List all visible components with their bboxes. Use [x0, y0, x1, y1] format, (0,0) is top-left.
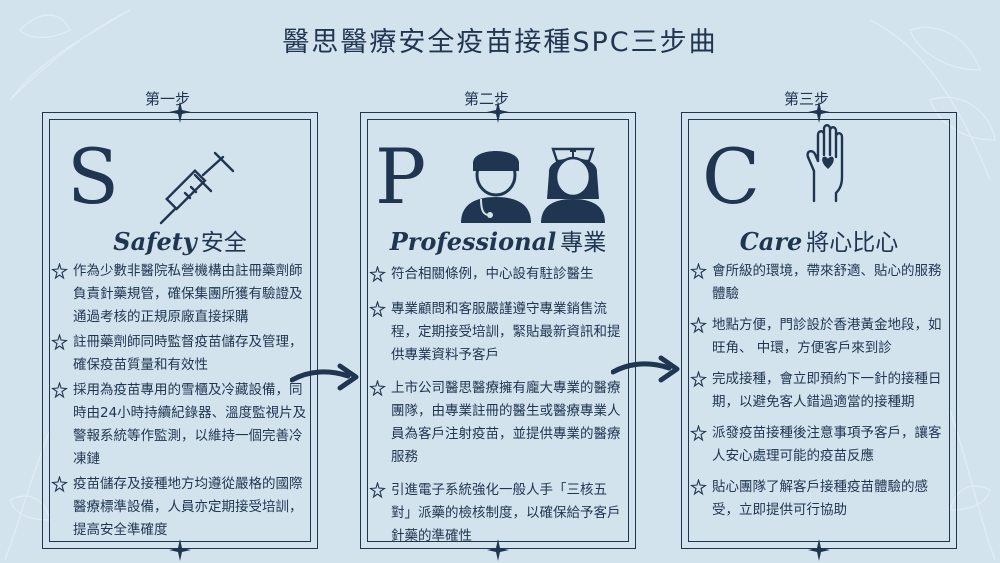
star-bullet-icon	[690, 263, 707, 280]
list-item: 疫苗儲存及接種地方均遵從嚴格的國際醫療標準設備，人員亦定期接受培訓，提高安全準確…	[51, 473, 307, 542]
care-letter: C	[702, 132, 761, 221]
step-3-label: 第三步	[784, 90, 830, 108]
star-bullet-icon	[369, 380, 386, 397]
step-1-label: 第一步	[145, 90, 191, 108]
professional-heading-en: Professional	[389, 227, 557, 256]
doctor-icon	[461, 151, 531, 223]
list-item: 貼心團隊了解客戶接種疫苗體驗的感受，立即提供可行協助	[690, 476, 946, 522]
nurse-icon	[541, 147, 605, 223]
arrow-right-icon	[611, 355, 680, 383]
safety-items: 作為少數非醫院私營機構由註冊藥劑師負責針藥規管，確保集團所獲有驗證及通過考核的正…	[51, 260, 307, 544]
professional-items: 符合相關條例，中心設有駐診醫生 專業顧問和客服嚴謹遵守專業銷售流程，定期接受培訓…	[369, 263, 625, 550]
leaf-decoration-bottom-left	[4, 429, 51, 561]
sparkle-bottom-icon	[169, 539, 191, 561]
professional-letter: P	[375, 132, 427, 221]
star-bullet-icon	[51, 263, 68, 280]
star-bullet-icon	[369, 482, 386, 499]
star-bullet-icon	[51, 334, 68, 351]
care-items: 會所級的環境，帶來舒適、貼心的服務體驗 地點方便，門診設於香港黃金地段，如旺角、…	[690, 260, 946, 524]
star-bullet-icon	[690, 479, 707, 496]
star-bullet-icon	[51, 382, 68, 399]
sparkle-top-icon	[808, 101, 830, 123]
list-item: 作為少數非醫院私營機構由註冊藥劑師負責針藥規管，確保集團所獲有驗證及通過考核的正…	[51, 260, 307, 329]
professional-heading-zh: 專業	[560, 230, 607, 256]
sparkle-bottom-icon	[487, 539, 509, 561]
safety-heading-en: Safety	[113, 227, 197, 256]
list-item: 註冊藥劑師同時監督疫苗儲存及管理，確保疫苗質量和有效性	[51, 331, 307, 377]
list-item: 引進電子系統強化一般人手「三核五對」派藥的檢核制度，以確保給予客戶針藥的準確性	[369, 479, 625, 548]
star-bullet-icon	[51, 476, 68, 493]
care-heading-zh: 將心比心	[806, 230, 899, 256]
leaf-decoration-top-left	[9, 9, 131, 101]
safety-letter: S	[67, 132, 120, 221]
list-item: 符合相關條例，中心設有駐診醫生	[369, 263, 625, 286]
star-bullet-icon	[369, 266, 386, 283]
arrow-right-icon	[290, 363, 359, 391]
star-bullet-icon	[690, 425, 707, 442]
page-title: 醫思醫療安全疫苗接種SPC三步曲	[282, 27, 718, 58]
sparkle-bottom-icon	[808, 539, 830, 561]
list-item: 會所級的環境，帶來舒適、貼心的服務體驗	[690, 260, 946, 306]
sparkle-top-icon	[487, 101, 509, 123]
list-item: 完成接種，會立即預約下一針的接種日期，以避免客人錯過適當的接種期	[690, 368, 946, 414]
list-item: 採用為疫苗專用的雪櫃及冷藏設備，同時由24小時持續紀錄器、溫度監視片及警報系統等…	[51, 379, 307, 471]
list-item: 地點方便，門診設於香港黃金地段，如旺角、 中環，方便客戶來到診	[690, 314, 946, 360]
list-item: 派發疫苗接種後注意事項予客戶，讓客人安心處理可能的疫苗反應	[690, 422, 946, 468]
star-bullet-icon	[690, 371, 707, 388]
list-item: 專業顧問和客服嚴謹遵守專業銷售流程，定期接受培訓，緊貼最新資訊和提供專業資料予客…	[369, 298, 625, 367]
star-bullet-icon	[690, 317, 707, 334]
safety-heading-zh: 安全	[200, 230, 247, 256]
sparkle-top-icon	[169, 101, 191, 123]
list-item: 上市公司醫思醫療擁有龐大專業的醫療團隊，由專業註冊的醫生或醫療專業人員為客戶注射…	[369, 377, 625, 469]
syringe-icon	[159, 151, 235, 225]
hand-heart-icon	[806, 124, 844, 203]
star-bullet-icon	[369, 301, 386, 318]
care-heading-en: Care	[739, 227, 803, 256]
